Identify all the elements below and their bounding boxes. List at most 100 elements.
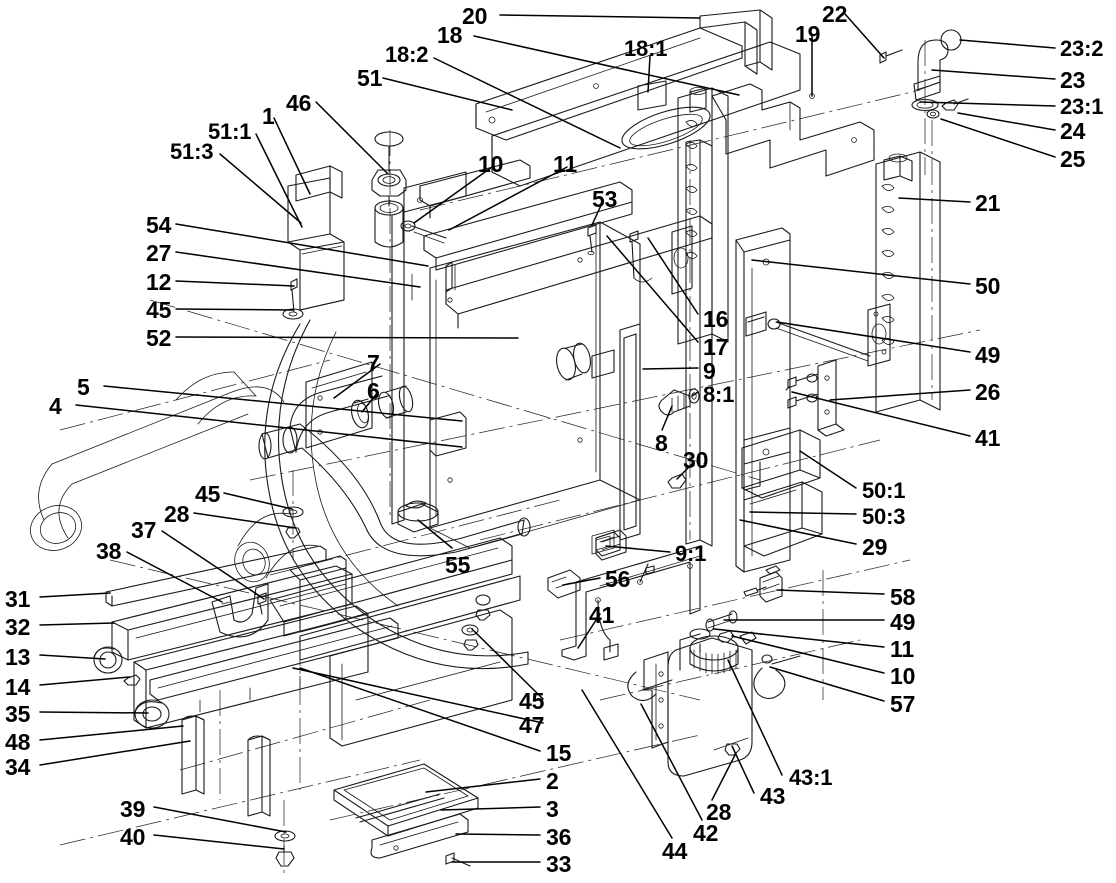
- callout-10: 10: [890, 663, 916, 689]
- callout-44: 44: [662, 838, 688, 864]
- callout-2: 2: [546, 768, 559, 794]
- callout-25: 25: [1060, 146, 1086, 172]
- callout-26: 26: [975, 379, 1001, 405]
- elbow-fitting-23: [911, 29, 962, 175]
- callout-15: 15: [546, 740, 572, 766]
- callout-43: 43: [760, 783, 786, 809]
- switch-58: [743, 565, 783, 603]
- leader-lines: [39, 13, 1056, 863]
- callout-8: 8: [655, 430, 668, 456]
- plug-55: [397, 500, 439, 533]
- callout-49: 49: [975, 342, 1001, 368]
- callout-19: 19: [795, 21, 821, 47]
- callout-23-2: 23:2: [1060, 36, 1104, 61]
- callout-36: 36: [546, 824, 572, 850]
- callout-54: 54: [146, 212, 172, 238]
- callout-50-3: 50:3: [862, 504, 906, 529]
- callout-24: 24: [1060, 118, 1086, 144]
- callout-10: 10: [478, 151, 504, 177]
- small-parts-row: [705, 610, 801, 700]
- callout-50: 50: [975, 273, 1001, 299]
- callout-21: 21: [975, 190, 1001, 216]
- radiator-core: [429, 221, 641, 555]
- callout-42: 42: [693, 820, 719, 846]
- callout-28: 28: [706, 799, 732, 825]
- coolant-bottle: [627, 628, 757, 777]
- callout-33: 33: [546, 851, 572, 877]
- frame-upright-left: [391, 171, 467, 525]
- lower-radiator-hose: [258, 423, 531, 557]
- callout-47: 47: [519, 712, 545, 738]
- callout-8-1: 8:1: [703, 382, 735, 407]
- callout-48: 48: [5, 729, 31, 755]
- callout-35: 35: [5, 701, 31, 727]
- callout-32: 32: [5, 614, 31, 640]
- callout-18-1: 18:1: [624, 36, 668, 61]
- left-side-tank-19: [671, 83, 875, 345]
- callout-28: 28: [164, 501, 190, 527]
- upper-shroud-panel: [295, 9, 801, 202]
- callout-52: 52: [146, 325, 172, 351]
- callout-53: 53: [592, 186, 618, 212]
- callout-9-1: 9:1: [675, 541, 707, 566]
- engine-muffler-phantom: [30, 371, 319, 583]
- callout-51: 51: [357, 65, 383, 91]
- callout-55: 55: [445, 552, 471, 578]
- callout-27: 27: [146, 240, 172, 266]
- callout-51-1: 51:1: [208, 119, 252, 144]
- callout-12: 12: [146, 269, 172, 295]
- callout-56: 56: [605, 566, 631, 592]
- callout-38: 38: [96, 538, 122, 564]
- callout-58: 58: [890, 584, 916, 610]
- callout-41: 41: [975, 425, 1001, 451]
- callout-3: 3: [546, 796, 559, 822]
- callout-5: 5: [77, 374, 90, 400]
- callout-29: 29: [862, 534, 888, 560]
- callout-31: 31: [5, 586, 31, 612]
- callout-49: 49: [890, 609, 916, 635]
- upper-radiator-hose: [282, 361, 414, 454]
- callout-11: 11: [553, 151, 577, 177]
- callout-40: 40: [120, 824, 146, 850]
- callout-18-2: 18:2: [385, 42, 429, 67]
- callout-37: 37: [131, 517, 157, 543]
- callout-51-3: 51:3: [170, 139, 214, 164]
- callout-22: 22: [822, 1, 848, 27]
- callout-50-1: 50:1: [862, 478, 906, 503]
- duct-50: [741, 429, 823, 557]
- callout-17: 17: [703, 334, 729, 360]
- callout-16: 16: [703, 306, 729, 332]
- fasteners-group: [93, 49, 969, 878]
- callout-41: 41: [589, 602, 615, 628]
- callout-20: 20: [462, 3, 488, 29]
- callout-11: 11: [890, 636, 914, 662]
- callout-7: 7: [367, 350, 380, 376]
- callout-4: 4: [49, 393, 62, 419]
- right-side-tank-21: [867, 151, 941, 413]
- callout-23-1: 23:1: [1060, 94, 1104, 119]
- callout-14: 14: [5, 674, 31, 700]
- callout-13: 13: [5, 644, 31, 670]
- callout-6: 6: [367, 378, 380, 404]
- callout-39: 39: [120, 796, 146, 822]
- callout-45: 45: [519, 688, 545, 714]
- bottom-screen-assembly: [333, 763, 479, 859]
- detail-9-1: [595, 529, 627, 561]
- callout-30: 30: [683, 447, 709, 473]
- lower-bracket-41: [561, 545, 701, 661]
- callout-45: 45: [195, 481, 221, 507]
- lower-chassis-assembly: [105, 537, 521, 817]
- callout-46: 46: [286, 90, 312, 116]
- callout-43-1: 43:1: [789, 765, 833, 790]
- center-upright-panel: [685, 139, 791, 573]
- callout-45: 45: [146, 297, 172, 323]
- callout-23: 23: [1060, 67, 1086, 93]
- left-baffle-51: [287, 177, 345, 311]
- callout-1: 1: [262, 103, 275, 129]
- callout-57: 57: [890, 691, 916, 717]
- callout-18: 18: [437, 22, 463, 48]
- callout-9: 9: [703, 358, 716, 384]
- callout-34: 34: [5, 754, 31, 780]
